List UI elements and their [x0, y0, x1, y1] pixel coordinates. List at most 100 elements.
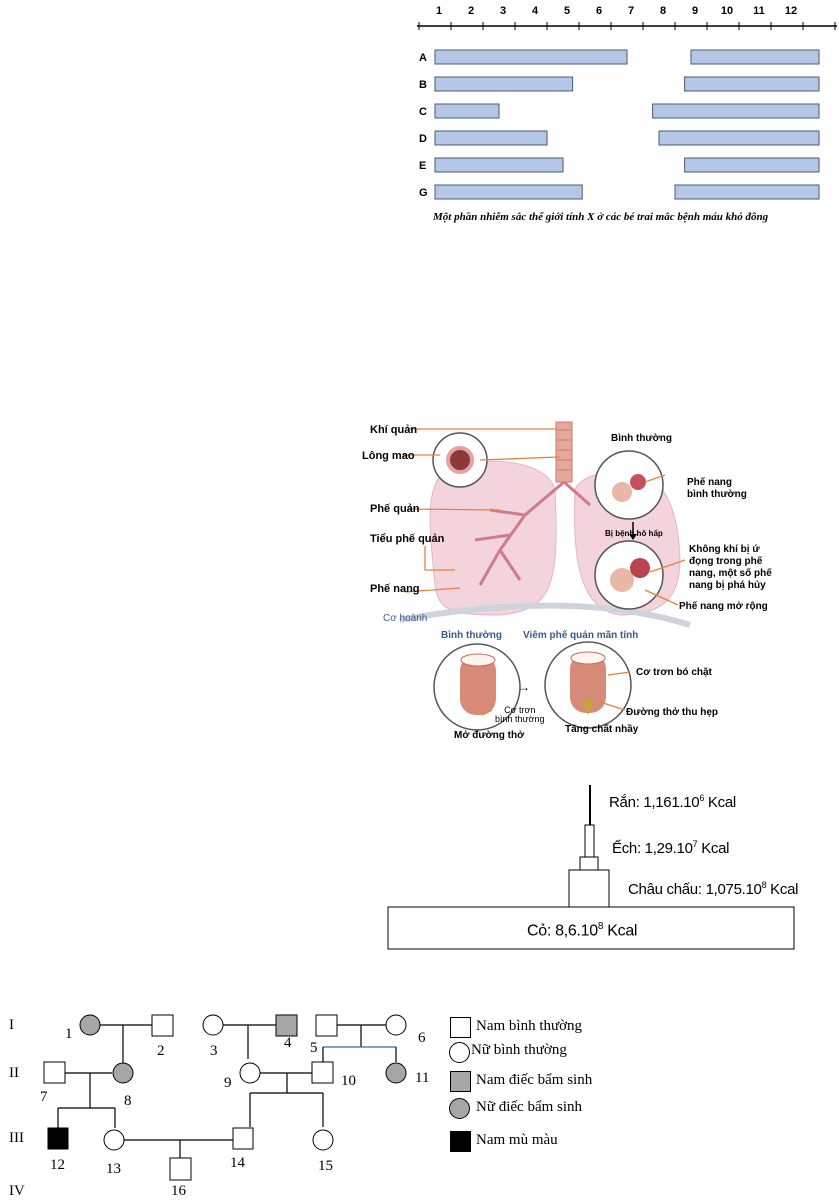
- legend-text-nam-mu-mau: Nam mù màu: [476, 1132, 558, 1148]
- individual-12: [47, 1127, 69, 1150]
- chau-chau-exp: 8: [761, 880, 767, 890]
- num-11: 11: [415, 1070, 430, 1086]
- label-long-mao: Lông mao: [362, 450, 415, 462]
- individual-2: [151, 1014, 174, 1037]
- ech-text: Ếch: 1,29.10: [612, 840, 693, 857]
- co-exp: 8: [597, 921, 604, 932]
- pyramid-level-chau-chau: Châu chấu: 1,075.108 Kcal: [628, 880, 798, 898]
- legend-circle-gray-icon: [449, 1098, 470, 1119]
- individual-16: [169, 1157, 192, 1181]
- chromosome-segment-A: [434, 49, 628, 65]
- label-tieu-phe-quan: Tiểu phế quản: [370, 533, 445, 545]
- label-khong-khi-3: nang, một số phế: [689, 568, 772, 579]
- label-co-hoanh: Cơ hoành: [383, 613, 428, 624]
- chau-chau-unit: Kcal: [766, 881, 799, 898]
- num-3: 3: [210, 1043, 218, 1059]
- legend-text-nam-diec: Nam điếc bẩm sinh: [476, 1072, 593, 1088]
- individual-13: [103, 1129, 125, 1151]
- label-viem: Viêm phế quản mãn tính: [523, 630, 639, 641]
- pyramid-level-ech: Ếch: 1,29.107 Kcal: [612, 839, 730, 857]
- label-mo-duong-tho: Mở đường thở: [454, 730, 525, 741]
- num-13: 13: [106, 1161, 121, 1177]
- label-khong-khi-1: Không khí bị ứ: [689, 544, 760, 555]
- scale-number: 10: [721, 5, 733, 17]
- individual-1: [79, 1014, 101, 1036]
- ech-exp: 7: [692, 839, 698, 849]
- co-text: Cỏ: 8,6.10: [527, 922, 598, 940]
- scale-number: 6: [596, 5, 602, 17]
- individual-3: [202, 1014, 224, 1036]
- scale-number: 5: [564, 5, 570, 17]
- chromosome-segment-B: [684, 76, 820, 92]
- chromosome-segment-E: [434, 157, 564, 173]
- scale-number: 9: [692, 5, 698, 17]
- row-label-C: C: [419, 106, 427, 118]
- generation-II: II: [9, 1065, 19, 1081]
- chromosome-segment-E: [684, 157, 820, 173]
- chromosome-caption: Một phần nhiễm sắc thể giới tính X ở các…: [433, 211, 769, 223]
- num-6: 6: [418, 1030, 426, 1046]
- num-7: 7: [40, 1089, 48, 1105]
- label-khi-quan: Khí quản: [370, 424, 418, 436]
- legend-text-nam-bt: Nam bình thường: [476, 1018, 583, 1034]
- label-khong-khi: Không khí bị ứ đọng trong phế nang, một …: [689, 544, 772, 592]
- label-khong-khi-4: nang bị phá hủy: [689, 580, 766, 591]
- pyramid-level-ran: Rắn: 1,161.106 Kcal: [609, 793, 736, 811]
- row-label-B: B: [419, 79, 427, 91]
- legend-square-black-icon: [450, 1131, 471, 1152]
- individual-7: [43, 1061, 66, 1084]
- label-phe-nang-bt-1: Phế nang: [687, 477, 733, 488]
- num-14: 14: [230, 1155, 245, 1171]
- legend-circle-white-icon: [449, 1042, 470, 1063]
- label-phe-nang-mo-rong: Phế nang mở rộng: [679, 601, 768, 612]
- chromosome-segment-A: [690, 49, 820, 65]
- individual-9: [239, 1062, 261, 1084]
- num-12: 12: [50, 1157, 65, 1173]
- ech-unit: Kcal: [697, 840, 730, 857]
- label-co-tron: Cơ trơn bình thường: [495, 706, 544, 724]
- individual-8: [112, 1062, 134, 1084]
- label-khong-khi-2: đọng trong phế: [689, 556, 763, 567]
- individual-5: [315, 1014, 338, 1037]
- num-8: 8: [124, 1093, 132, 1109]
- chromosome-segment-D: [658, 130, 820, 146]
- label-co-tron-1: Cơ trơn: [504, 705, 536, 715]
- num-1: 1: [65, 1026, 73, 1042]
- individual-14: [232, 1127, 254, 1150]
- generation-III: III: [9, 1130, 24, 1146]
- individual-15: [312, 1129, 334, 1151]
- chromosome-segment-G: [674, 184, 820, 200]
- legend-text-nu-bt: Nữ bình thường: [471, 1042, 567, 1058]
- scale-number: 3: [500, 5, 506, 17]
- legend-square-white-icon: [450, 1017, 471, 1038]
- chromosome-segment-C: [652, 103, 820, 119]
- scale-number: 11: [753, 5, 765, 17]
- row-label-A: A: [419, 52, 427, 64]
- chromosome-segment-C: [434, 103, 500, 119]
- label-binh-thuong-top: Bình thường: [611, 433, 673, 444]
- chau-chau-text: Châu chấu: 1,075.10: [628, 881, 762, 898]
- row-label-G: G: [419, 187, 428, 199]
- label-binh-thuong-bottom: Bình thường: [441, 630, 503, 641]
- scale-number: 7: [628, 5, 634, 17]
- scale-number: 2: [468, 5, 474, 17]
- legend-text-nu-diec: Nữ điếc bẩm sinh: [476, 1099, 583, 1115]
- label-bi-benh: Bị bệnh hô hấp: [605, 529, 663, 538]
- num-10: 10: [341, 1073, 356, 1089]
- legend-square-gray-icon: [450, 1071, 471, 1092]
- generation-IV: IV: [9, 1183, 25, 1199]
- row-label-E: E: [419, 160, 426, 172]
- pyramid-svg: [387, 785, 795, 950]
- scale-number: 1: [436, 5, 442, 17]
- individual-4: [275, 1014, 298, 1037]
- chromosome-segment-D: [434, 130, 548, 146]
- individual-10: [311, 1061, 334, 1084]
- pyramid-level-co: Cỏ: 8,6.108 Kcal: [527, 921, 637, 940]
- num-2: 2: [157, 1043, 165, 1059]
- label-duong-tho-thu-hep: Đường thở thu hẹp: [626, 707, 718, 718]
- ran-unit: Kcal: [704, 794, 736, 811]
- scale-number: 8: [660, 5, 666, 17]
- label-co-tron-2: bình thường: [495, 714, 545, 724]
- svg-text:→: →: [518, 680, 530, 694]
